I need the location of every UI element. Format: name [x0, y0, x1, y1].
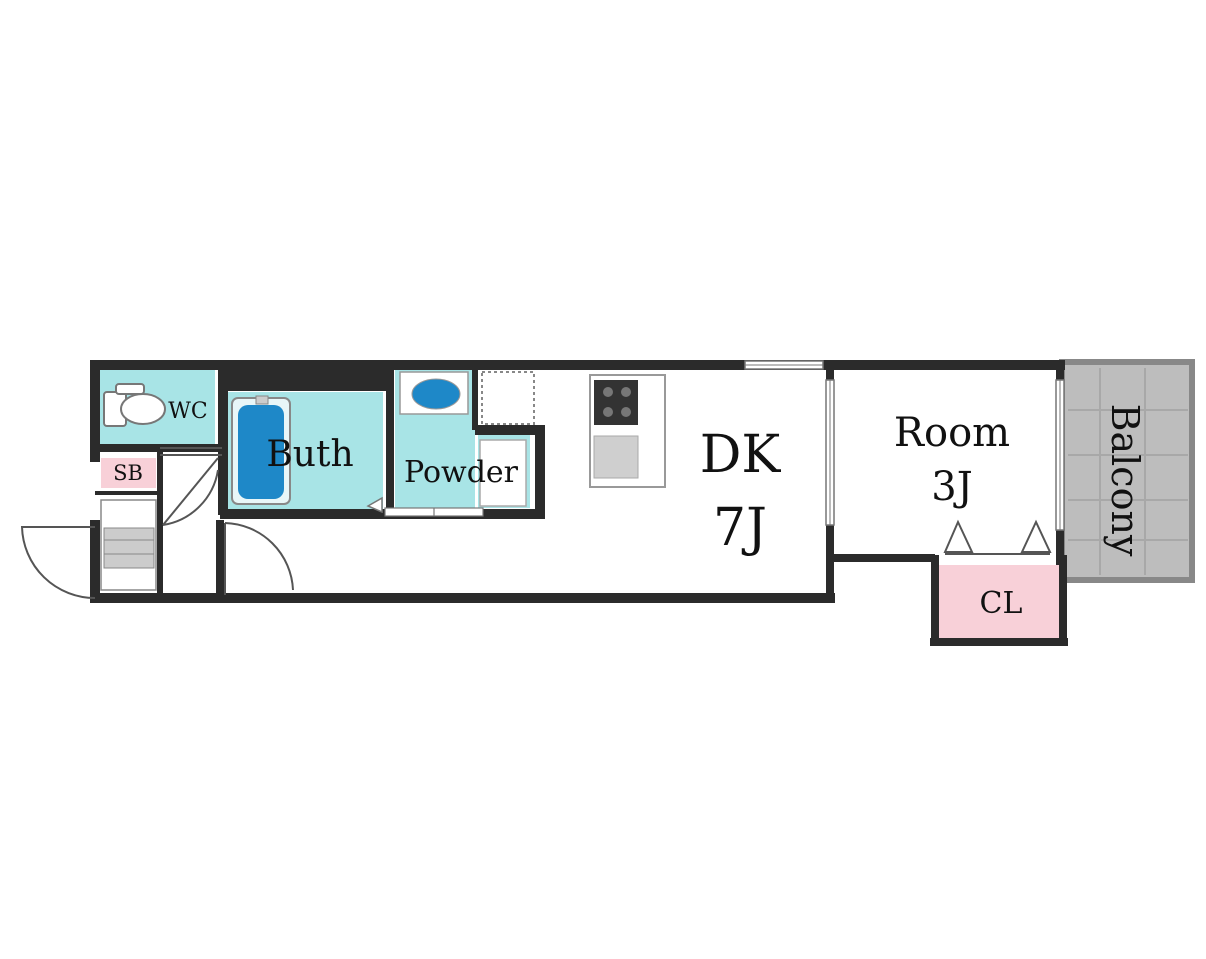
- walls: [90, 360, 1068, 646]
- dk-name-label: DK: [700, 425, 782, 485]
- partitions: [160, 447, 222, 456]
- kitchen-counter: [589, 374, 666, 488]
- cl-label: CL: [980, 586, 1023, 621]
- cl-floor: [937, 565, 1059, 638]
- bathtub-icon: [231, 395, 291, 505]
- room-size-label: 3J: [931, 464, 972, 510]
- wc-door: [162, 457, 219, 526]
- wc-label: WC: [168, 399, 207, 424]
- window-room-door: [825, 379, 835, 526]
- window-dk: [744, 360, 824, 370]
- dk-door: [224, 522, 294, 595]
- window-balcony: [1055, 379, 1065, 531]
- powder-label: Powder: [404, 455, 519, 490]
- sink-icon: [399, 371, 469, 415]
- shoe-rack: [100, 499, 157, 591]
- dk-size-label: 7J: [713, 498, 767, 558]
- sb-floor: [101, 458, 156, 488]
- washer-space: [481, 371, 535, 425]
- bath-label: Buth: [266, 434, 353, 475]
- closet-doors: [943, 519, 1052, 555]
- entrance-door: [20, 526, 96, 599]
- balcony-label: Balcony: [1103, 404, 1147, 557]
- door-marker-icon: [366, 496, 383, 514]
- sb-label: SB: [113, 461, 143, 485]
- toilet-icon: [103, 383, 166, 427]
- room-name-label: Room: [894, 410, 1010, 456]
- powder-counter: [479, 439, 527, 507]
